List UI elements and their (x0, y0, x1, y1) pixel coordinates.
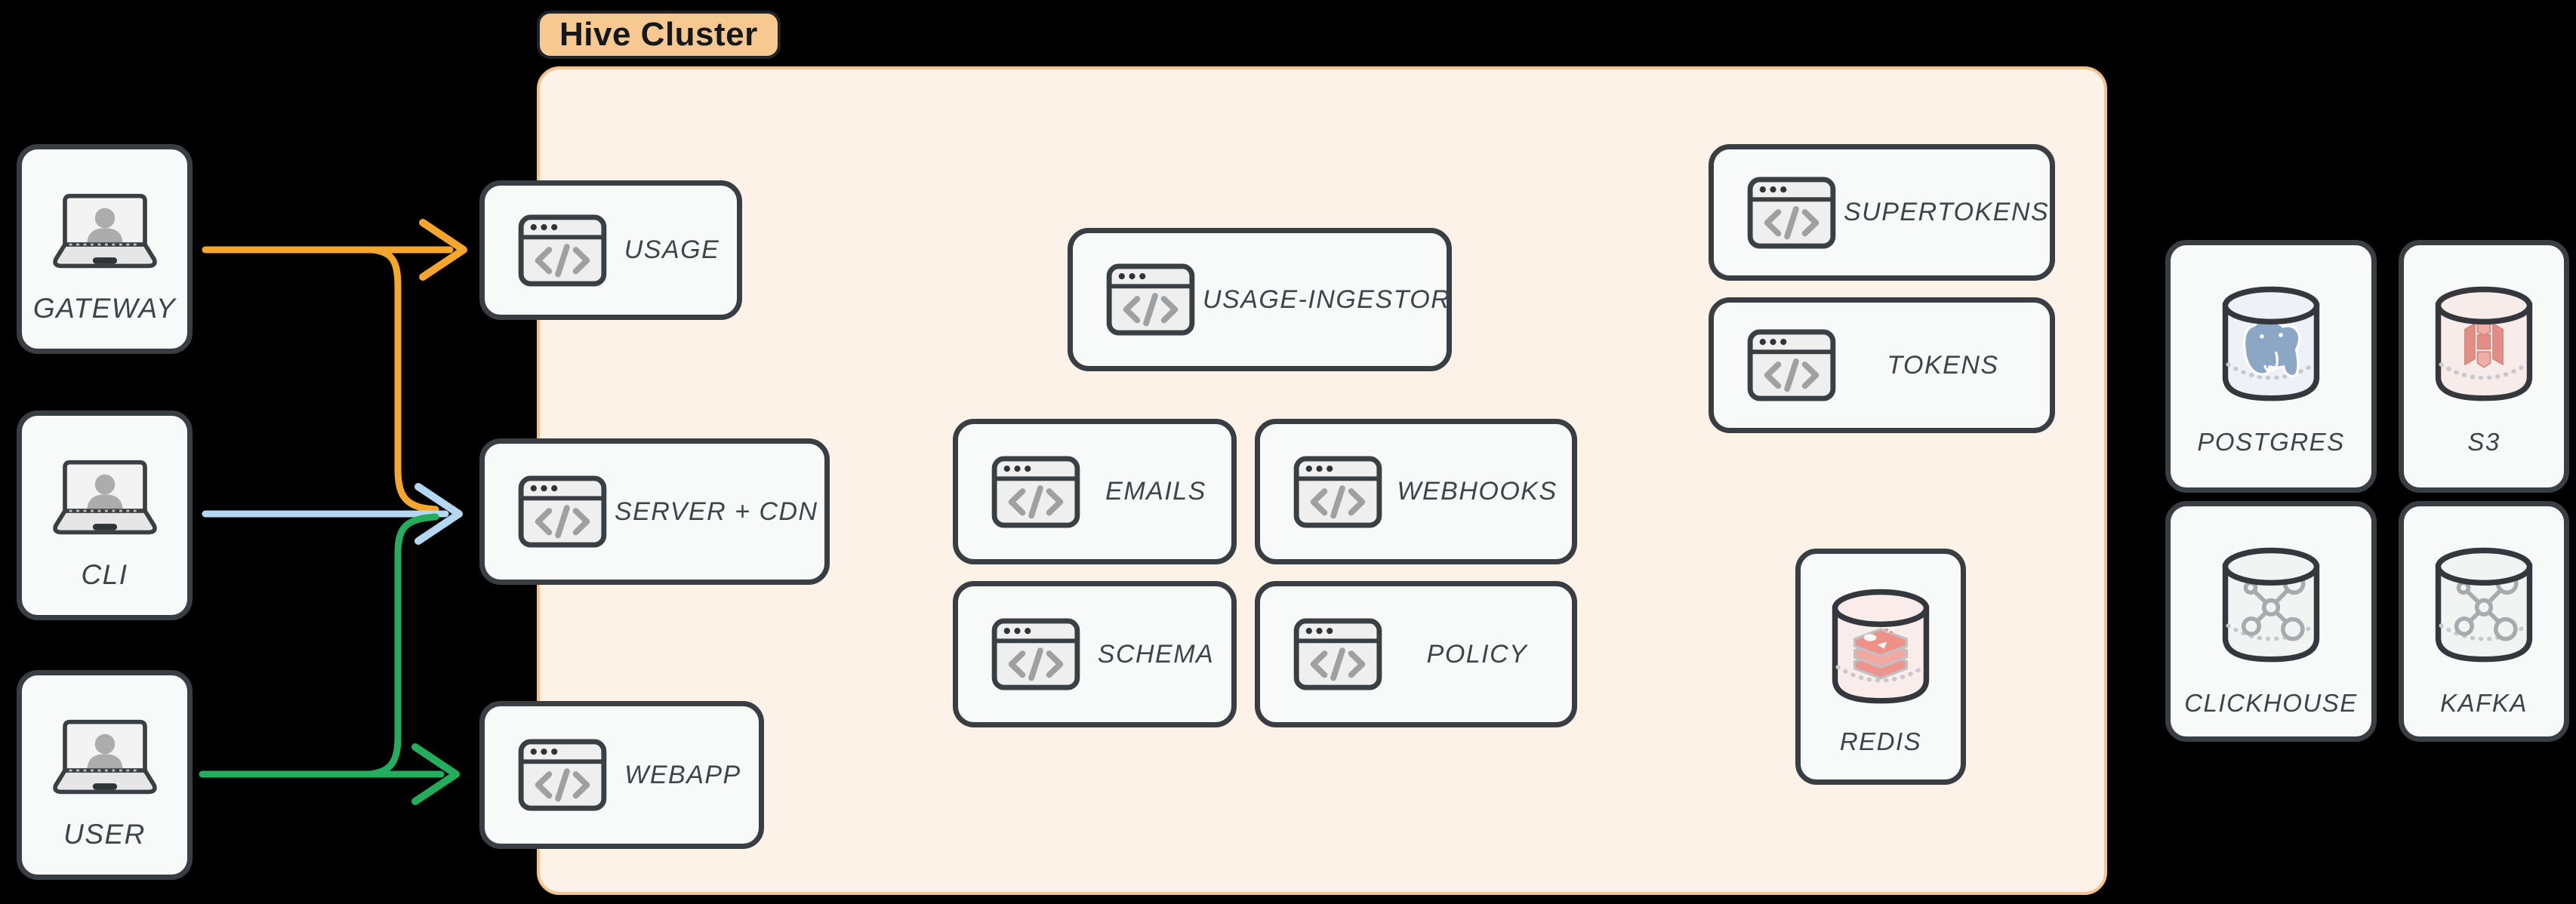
datastore-label: CLICKHOUSE (2184, 689, 2358, 717)
datastore-label: KAFKA (2440, 689, 2528, 717)
service-node-policy: POLICY (1255, 581, 1577, 727)
service-node-usage-ingestor: USAGE-INGESTOR (1068, 228, 1452, 371)
laptop-user-icon (48, 192, 162, 272)
client-node-cli: CLI (17, 410, 193, 620)
service-node-server-cdn: SERVER + CDN (479, 438, 830, 585)
service-label: POLICY (1426, 639, 1528, 669)
edge-user-webapp-arrowhead (411, 743, 460, 805)
service-node-webapp: WEBAPP (479, 701, 764, 849)
service-label: SUPERTOKENS (1844, 198, 2050, 226)
service-node-schema: SCHEMA (953, 581, 1237, 727)
service-label: SERVER + CDN (615, 497, 818, 526)
code-window-icon (518, 475, 607, 548)
service-node-tokens: TOKENS (1709, 297, 2055, 433)
s3-storage-icon (2431, 284, 2537, 405)
code-window-icon (1106, 263, 1195, 336)
edge-cli-servercdn-arrowhead (414, 483, 463, 545)
code-window-icon (991, 618, 1080, 690)
datastore-node-redis: REDIS (1795, 549, 1966, 785)
code-window-icon (991, 456, 1080, 528)
service-label: WEBHOOKS (1397, 477, 1558, 506)
service-label: USAGE (624, 235, 720, 264)
client-label: CLI (81, 559, 128, 590)
service-node-usage: USAGE (479, 180, 742, 320)
laptop-user-icon (48, 718, 162, 798)
client-label: USER (63, 819, 146, 850)
hive-cluster-label: Hive Cluster (537, 11, 781, 59)
code-window-icon (1293, 618, 1382, 690)
code-window-icon (518, 739, 607, 811)
client-label: GATEWAY (32, 293, 177, 324)
service-label: SCHEMA (1097, 639, 1215, 669)
datastore-node-clickhouse: CLICKHOUSE (2165, 501, 2377, 742)
edge-gateway-servercdn (368, 246, 439, 513)
datastore-node-s3: S3 (2399, 240, 2569, 493)
datastore-label: S3 (2467, 428, 2501, 456)
service-label: TOKENS (1887, 350, 1999, 380)
edge-user-servercdn (365, 513, 439, 778)
service-label: USAGE-INGESTOR (1203, 284, 1451, 314)
service-node-emails: EMAILS (953, 419, 1237, 564)
service-node-webhooks: WEBHOOKS (1255, 419, 1577, 564)
postgres-database-icon (2218, 284, 2324, 405)
clickhouse-database-icon (2218, 546, 2324, 666)
redis-database-icon (1828, 587, 1934, 708)
service-label: EMAILS (1105, 477, 1206, 506)
code-window-icon (1293, 456, 1382, 528)
datastore-label: REDIS (1839, 727, 1922, 755)
datastore-label: POSTGRES (2197, 428, 2345, 456)
kafka-queue-icon (2431, 546, 2537, 666)
datastore-node-postgres: POSTGRES (2165, 240, 2377, 493)
code-window-icon (1747, 329, 1836, 401)
edge-gateway-usage-arrowhead (419, 219, 467, 281)
laptop-user-icon (48, 458, 162, 538)
service-label: WEBAPP (624, 760, 741, 789)
service-node-supertokens: SUPERTOKENS (1709, 144, 2055, 281)
code-window-icon (1747, 177, 1836, 249)
code-window-icon (518, 214, 607, 287)
datastore-node-kafka: KAFKA (2399, 501, 2569, 742)
client-node-user: USER (17, 670, 193, 880)
client-node-gateway: GATEWAY (17, 144, 193, 354)
